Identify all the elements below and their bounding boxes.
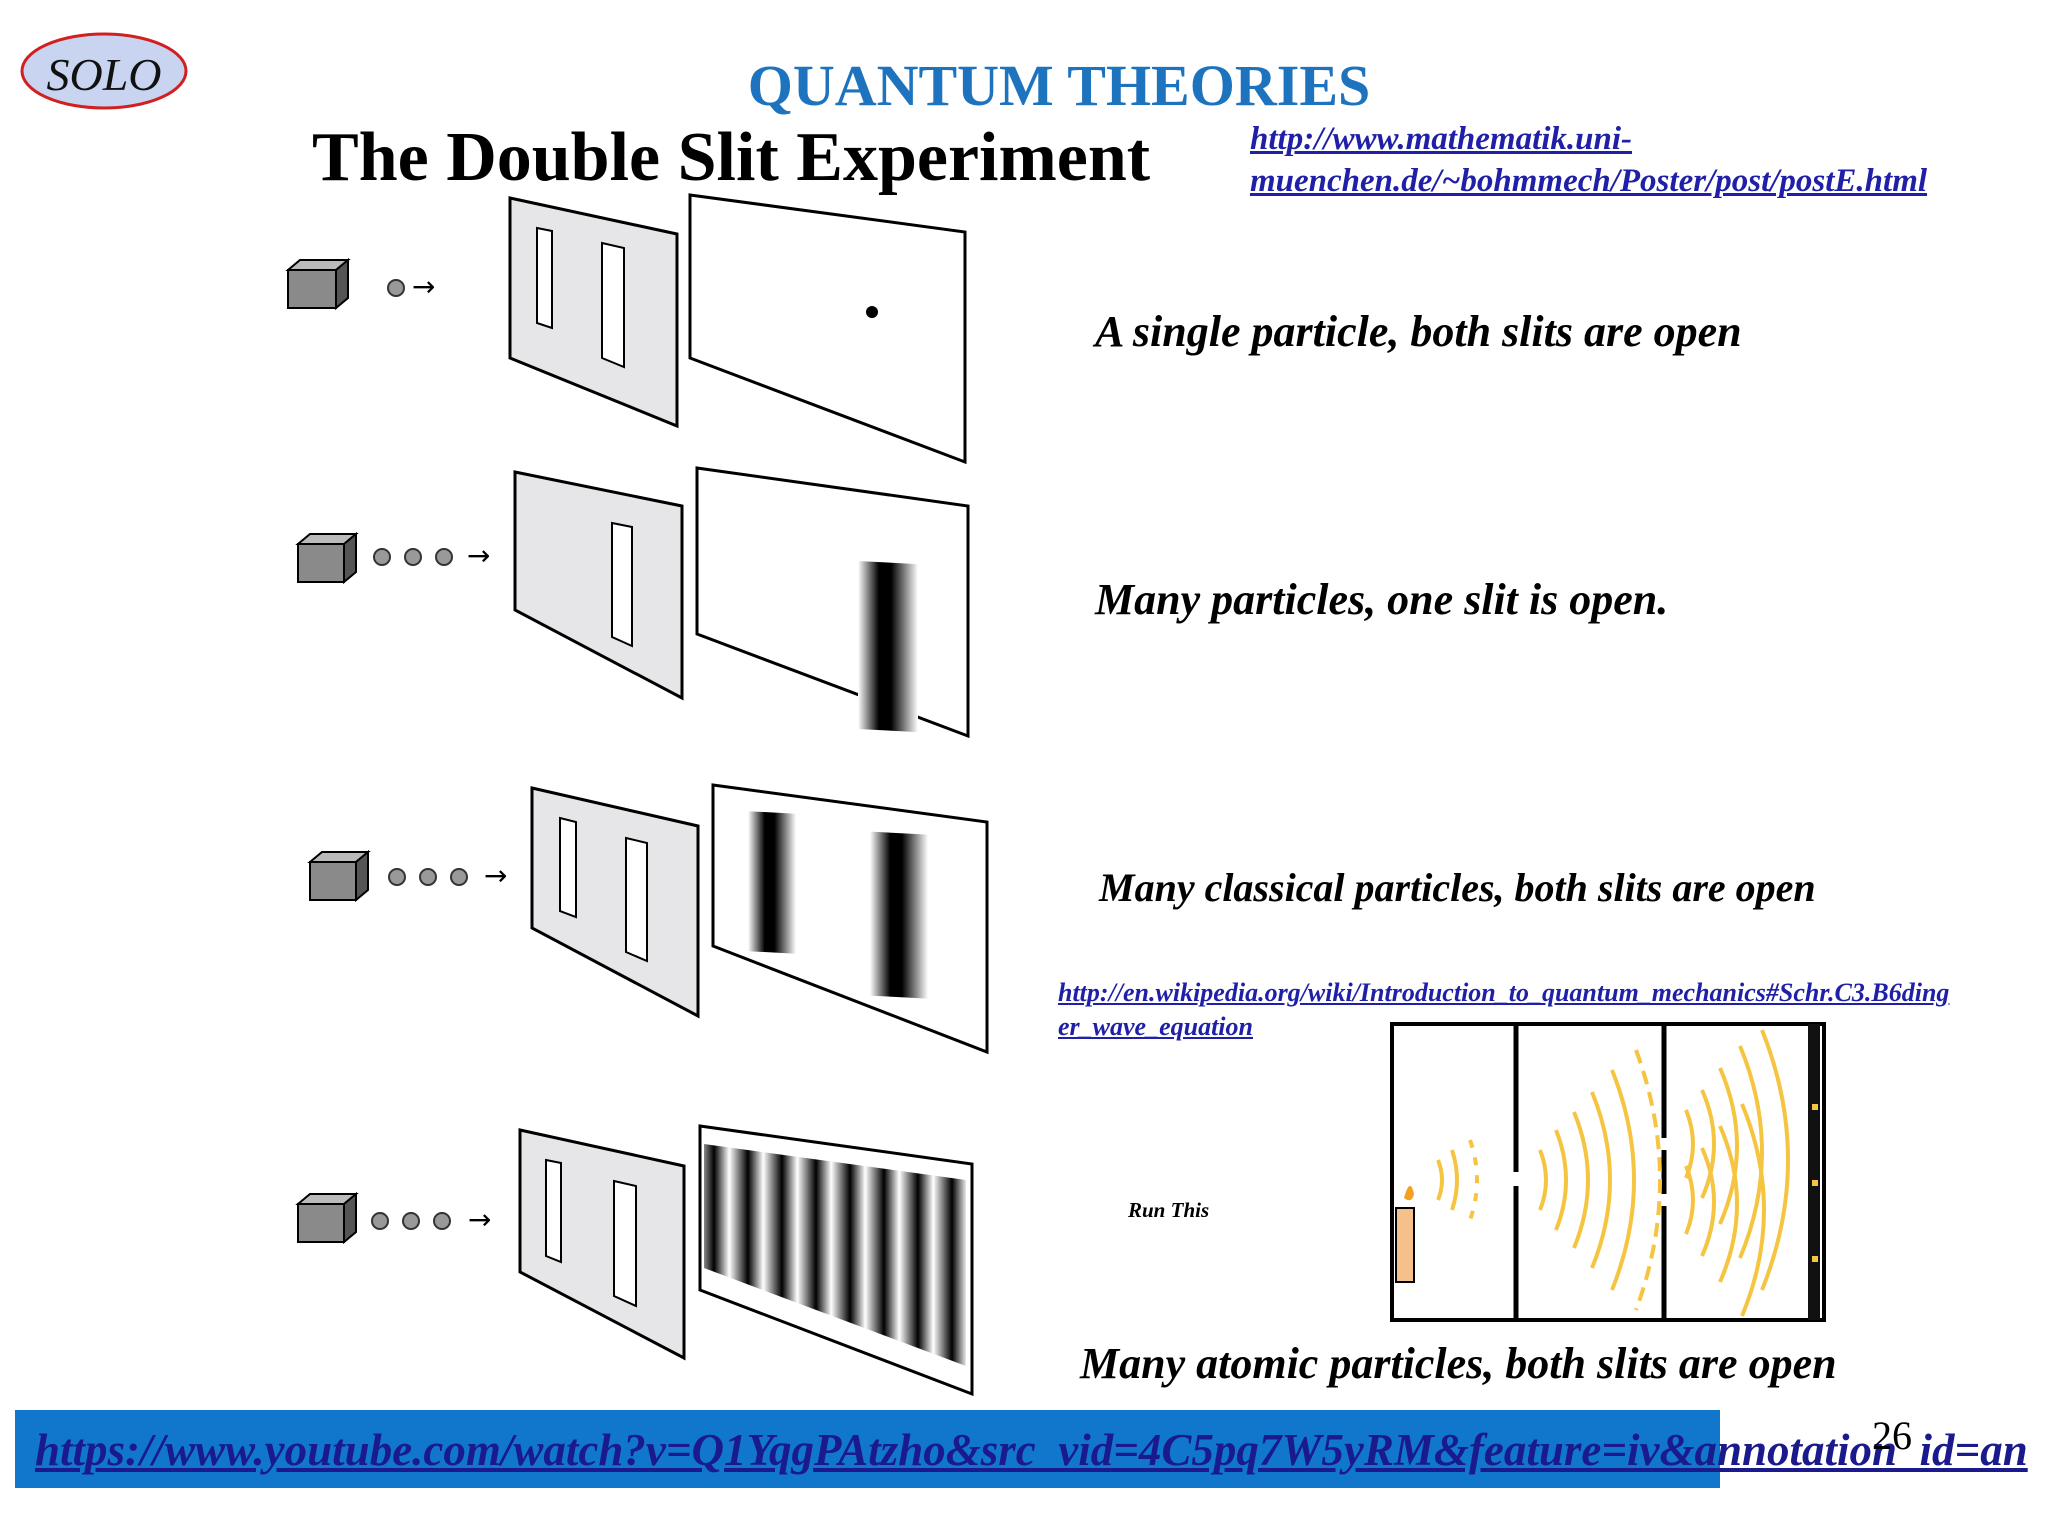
particle [419, 868, 437, 886]
panel-1: → [285, 193, 967, 465]
slit-barrier [530, 786, 700, 1019]
caption-one-slit: Many particles, one slit is open. [1095, 575, 1669, 624]
slit-barrier [518, 1128, 686, 1361]
slit [559, 816, 577, 919]
footer-bar [15, 1410, 1720, 1488]
detection-screen [695, 466, 970, 739]
particle [371, 1212, 389, 1230]
particle-source-4 [295, 1191, 359, 1245]
source-link-line-1: http://www.mathematik.uni- [1250, 121, 1633, 157]
particle [387, 279, 405, 297]
wikipedia-link[interactable]: http://en.wikipedia.org/wiki/Introductio… [1058, 976, 1949, 1044]
detection-screen [688, 193, 967, 465]
slit [625, 836, 648, 963]
wikipedia-link-line-2: er_wave_equation [1058, 1012, 1253, 1041]
particle [404, 548, 422, 566]
panel-4: → [295, 1124, 974, 1397]
slit [613, 1179, 637, 1308]
arrow-icon: → [484, 859, 507, 892]
slit-barrier [508, 196, 679, 429]
emitter [1395, 1207, 1415, 1283]
caption-atomic-particles: Many atomic particles, both slits are op… [1080, 1339, 1837, 1388]
solo-logo [20, 32, 188, 110]
arrow-icon: → [468, 1203, 491, 1236]
particle-source-2 [295, 531, 359, 585]
intensity-band [870, 831, 928, 999]
panel-3: → [307, 783, 989, 1055]
panel-2: → [295, 466, 970, 739]
arrow-icon: → [412, 270, 435, 303]
page-title: QUANTUM THEORIES [747, 53, 1371, 118]
page-number: 26 [1872, 1413, 1912, 1458]
particle [373, 548, 391, 566]
hit-dot [866, 306, 878, 318]
slit [536, 226, 553, 330]
particle [450, 868, 468, 886]
particle [402, 1212, 420, 1230]
caption-classical-particles: Many classical particles, both slits are… [1099, 865, 1816, 910]
interference-fringes [704, 1144, 966, 1366]
slit [611, 521, 633, 648]
intensity-band [858, 560, 918, 733]
slit-barrier [513, 470, 684, 701]
caption-single-particle: A single particle, both slits are open [1095, 307, 1742, 356]
particle-source-3 [307, 849, 371, 903]
youtube-link[interactable]: https://www.youtube.com/watch?v=Q1YqgPAt… [35, 1425, 2028, 1475]
slit [601, 241, 625, 369]
particle-source-1 [285, 257, 351, 311]
slit [545, 1158, 562, 1264]
wave-animation[interactable] [1390, 1022, 1826, 1322]
intensity-band [748, 811, 796, 954]
particle [433, 1212, 451, 1230]
source-link[interactable]: http://www.mathematik.uni- muenchen.de/~… [1250, 118, 1927, 202]
slide-subtitle: The Double Slit Experiment [312, 119, 1151, 196]
wikipedia-link-line-1: http://en.wikipedia.org/wiki/Introductio… [1058, 978, 1950, 1007]
particle [388, 868, 406, 886]
arrow-icon: → [467, 539, 490, 572]
run-this-label[interactable]: Run This [1128, 1198, 1210, 1222]
source-link-line-2: muenchen.de/~bohmmech/Poster/post/postE.… [1250, 163, 1928, 199]
particle [435, 548, 453, 566]
logo-text: SOLO [46, 49, 162, 100]
